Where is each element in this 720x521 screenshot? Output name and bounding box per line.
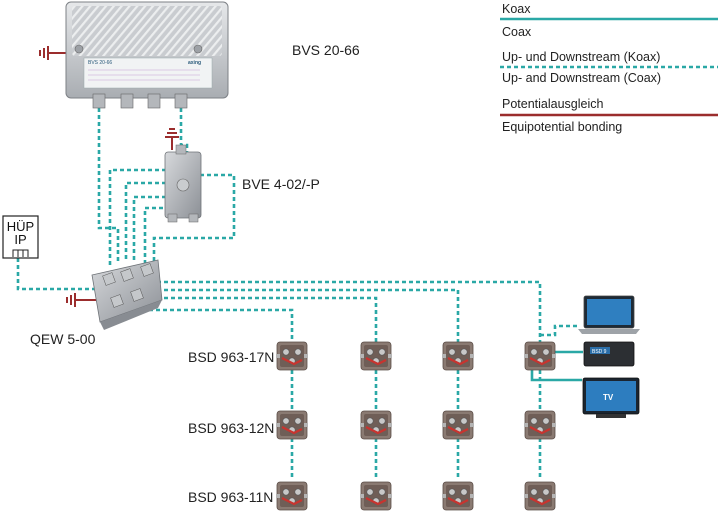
bonding-ground-amplifier (39, 46, 66, 60)
splitter-bve-4-02 (164, 144, 202, 223)
tv-screen-label: TV (603, 393, 614, 402)
socket-r3-c3 (440, 480, 476, 512)
legend-updown-de: Up- und Downstream (Koax) (502, 50, 660, 64)
socket-grid (274, 340, 558, 512)
hup-box: HÜP IP (2, 215, 39, 259)
socket-r1-c1 (274, 340, 310, 372)
socket-r2-c3 (440, 409, 476, 441)
socket-r1-c3 (440, 340, 476, 372)
label-socket-row1: BSD 963-17N (188, 349, 274, 365)
label-amplifier: BVS 20-66 (292, 42, 360, 58)
receiver-display: BSD 9 (592, 349, 607, 355)
hup-label-line1: HÜP (7, 219, 34, 234)
socket-r1-c2 (358, 340, 394, 372)
amplifier-plate-label: BVS 20-66 (88, 60, 112, 66)
socket-r3-c1 (274, 480, 310, 512)
tv-icon: TV (582, 377, 640, 418)
label-qew: QEW 5-00 (30, 331, 96, 347)
legend-bonding-en: Equipotential bonding (502, 120, 622, 134)
legend-coax-en: Coax (502, 25, 532, 39)
bonding-ground-qew (66, 293, 96, 307)
bonding-ground-bve (165, 128, 179, 150)
socket-r2-c2 (358, 409, 394, 441)
label-socket-row2: BSD 963-12N (188, 420, 274, 436)
legend: Koax Coax Up- und Downstream (Koax) Up- … (500, 2, 718, 134)
socket-r2-c1 (274, 409, 310, 441)
label-socket-row3: BSD 963-11N (188, 489, 273, 505)
label-bve: BVE 4-02/-P (242, 176, 320, 192)
legend-bonding-de: Potentialausgleich (502, 97, 604, 111)
legend-updown-en: Up- and Downstream (Coax) (502, 71, 661, 85)
laptop-icon (578, 295, 640, 334)
socket-r3-c4 (522, 480, 558, 512)
splitter-qew-5-00 (91, 259, 163, 330)
amplifier-bvs-20-66: BVS 20-66 axing (65, 1, 229, 109)
amplifier-brand: axing (188, 60, 201, 66)
receiver-icon: BSD 9 (583, 341, 635, 367)
hup-label-line2: IP (14, 232, 26, 247)
socket-r3-c2 (358, 480, 394, 512)
socket-r2-c4 (522, 409, 558, 441)
legend-coax-de: Koax (502, 2, 531, 16)
socket-r1-c4 (522, 340, 558, 372)
